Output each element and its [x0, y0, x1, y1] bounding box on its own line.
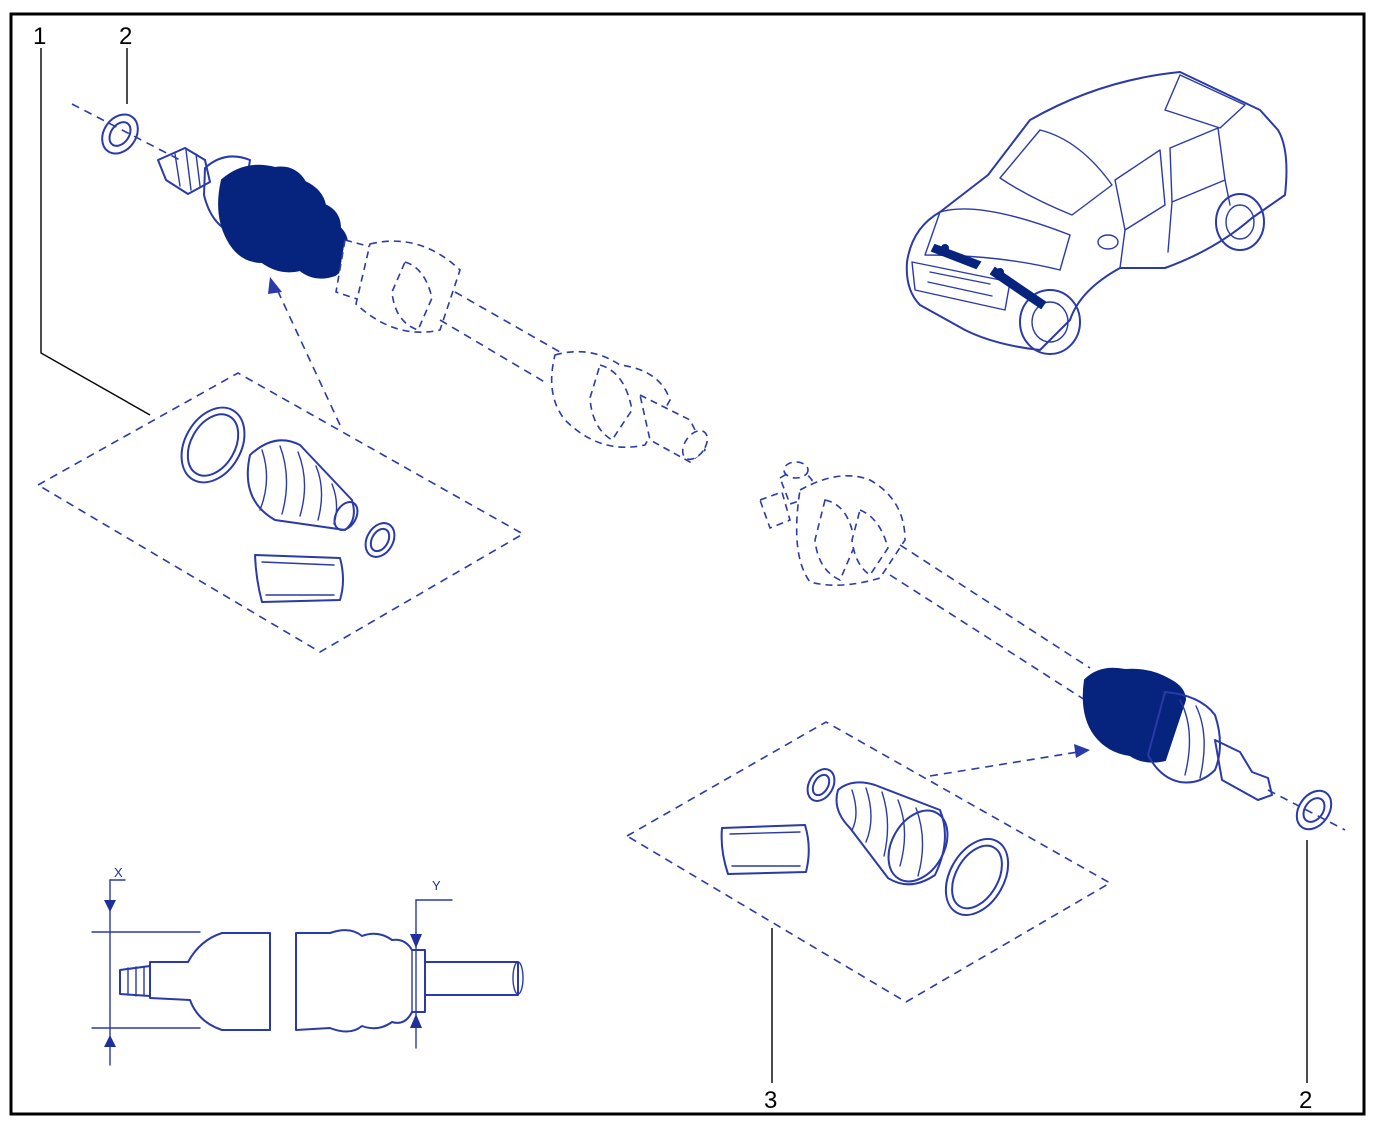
- outer-boot-solid-right: [1082, 667, 1187, 763]
- boot-dimension-detail: X Y: [91, 865, 524, 1066]
- right-kit-arrow: [929, 744, 1090, 777]
- callout-3-label: 3: [764, 1087, 777, 1114]
- diagram-frame: [9, 12, 1366, 1116]
- seal-ring-bottom: [1295, 789, 1333, 831]
- callout-2-bottom-label: 2: [1299, 1087, 1312, 1114]
- right-driveshaft: [758, 461, 1346, 831]
- callout-1-label: 1: [33, 23, 46, 50]
- dimension-y-label: Y: [432, 878, 441, 893]
- callout-1: 1: [33, 23, 151, 416]
- seal-ring-top: [101, 113, 139, 155]
- left-driveshaft: [71, 103, 709, 463]
- right-repair-kit: [625, 721, 1112, 1003]
- left-kit-arrow: [268, 277, 341, 426]
- dimension-x-label: X: [114, 865, 123, 880]
- car-illustration: [905, 71, 1288, 355]
- callout-3: 3: [764, 928, 777, 1114]
- callout-2-top-label: 2: [119, 23, 132, 50]
- left-repair-kit: [36, 372, 525, 653]
- callout-2-bottom: 2: [1299, 840, 1312, 1114]
- callout-2-top: 2: [119, 23, 132, 104]
